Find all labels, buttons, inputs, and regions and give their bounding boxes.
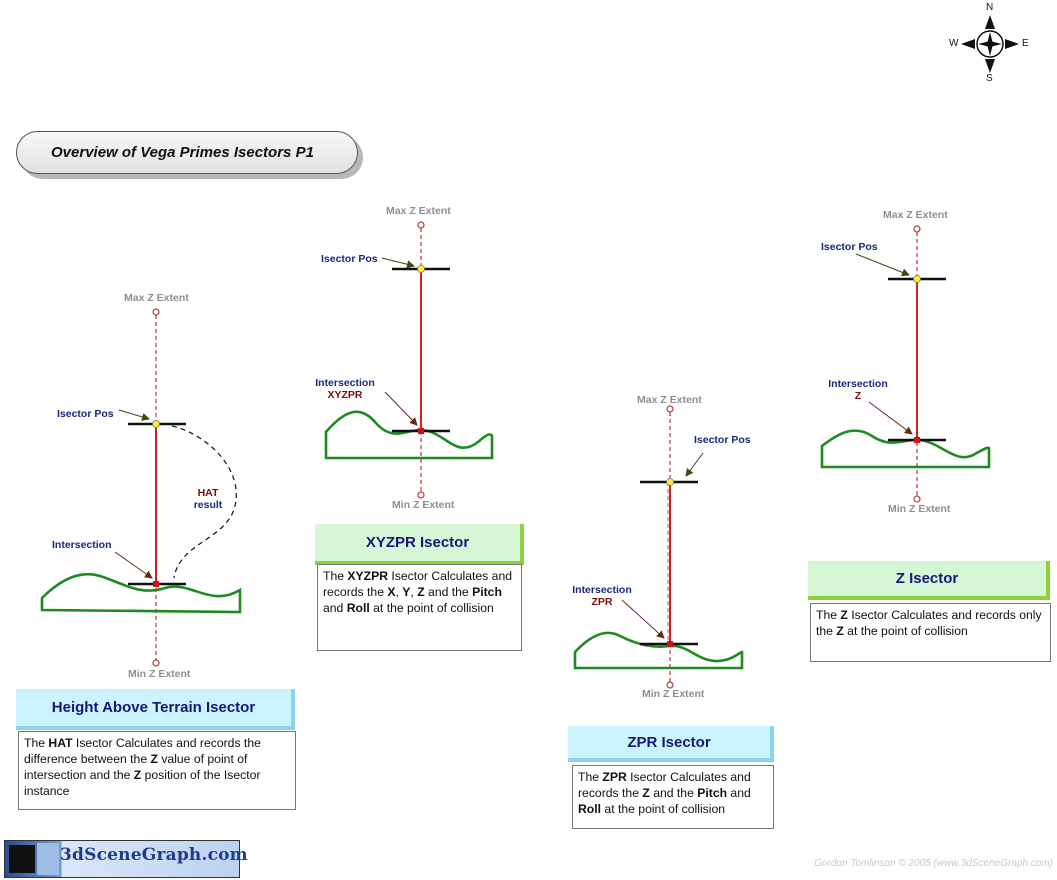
zpr-intersection-label: Intersection ZPR bbox=[572, 584, 632, 608]
text-run: Isector Calculates and records the bbox=[323, 569, 513, 599]
text-run: and bbox=[727, 786, 751, 800]
text-run: at the point of collision bbox=[601, 802, 726, 816]
z-min-z-label: Min Z Extent bbox=[888, 503, 951, 515]
z-header: Z Isector bbox=[808, 561, 1050, 600]
isector-pos-dot bbox=[152, 420, 160, 428]
xyzpr-isector-pos-label: Isector Pos bbox=[321, 253, 378, 265]
intersection-dot bbox=[153, 581, 159, 587]
xyzpr-min-z-label: Min Z Extent bbox=[392, 499, 455, 511]
text-run: The bbox=[24, 736, 49, 750]
terrain-shape bbox=[40, 572, 242, 614]
bold-term: Pitch bbox=[472, 585, 502, 599]
compass-s-label: S bbox=[986, 73, 993, 84]
bold-term: Pitch bbox=[697, 786, 728, 800]
text-run: The bbox=[578, 770, 603, 784]
bold-term: HAT bbox=[48, 736, 73, 750]
text-run: , bbox=[395, 585, 403, 599]
text-run: The bbox=[323, 569, 348, 583]
compass-e-label: E bbox=[1022, 38, 1029, 49]
text-run: position of the Isector instance bbox=[24, 768, 261, 798]
hat-intersection-label: Intersection bbox=[52, 539, 112, 551]
text-run: value of point of intersection and the bbox=[24, 752, 248, 782]
text-run: Isector Calculates and records the bbox=[578, 770, 751, 800]
zpr-description: The ZPR Isector Calculates and records t… bbox=[572, 765, 774, 829]
xyzpr-intersection-label: Intersection XYZPR bbox=[315, 377, 375, 401]
page-title: Overview of Vega Primes Isectors P1 bbox=[51, 144, 314, 161]
xyzpr-diagram bbox=[324, 221, 494, 499]
bold-term: Z bbox=[133, 768, 142, 782]
text-run: and the bbox=[424, 585, 473, 599]
hat-header: Height Above Terrain Isector bbox=[16, 689, 295, 730]
z-isector-pos-label: Isector Pos bbox=[821, 241, 878, 253]
bold-term: XYZPR bbox=[347, 569, 389, 583]
bold-term: Z bbox=[150, 752, 158, 766]
terrain-shape bbox=[573, 631, 744, 670]
hat-isector-pos-label: Isector Pos bbox=[57, 408, 114, 420]
intersection-dot bbox=[418, 428, 424, 434]
bold-term: Roll bbox=[346, 601, 370, 615]
logo-graphic-icon bbox=[9, 845, 35, 873]
site-logo bbox=[4, 840, 240, 878]
hat-diagram bbox=[40, 308, 242, 667]
bold-term: ZPR bbox=[602, 770, 627, 784]
terrain-shape bbox=[324, 410, 494, 460]
text-run: The bbox=[816, 608, 841, 622]
xyzpr-max-z-label: Max Z Extent bbox=[386, 205, 451, 217]
text-run: , bbox=[410, 585, 418, 599]
credit-text: Gordon Tomlinson © 2005 (www.3dSceneGrap… bbox=[814, 858, 1053, 869]
xyzpr-description: The XYZPR Isector Calculates and records… bbox=[317, 564, 522, 651]
text-run: and the bbox=[649, 786, 698, 800]
logo-panel-icon bbox=[37, 843, 59, 875]
isector-pos-dot bbox=[913, 275, 921, 283]
xyzpr-header: XYZPR Isector bbox=[315, 524, 524, 565]
bold-term: Roll bbox=[578, 802, 602, 816]
logo-text: 3dSceneGraph.com bbox=[60, 845, 248, 865]
text-run: Isector Calculates and records the diffe… bbox=[24, 736, 261, 766]
text-run: at the point of collision bbox=[843, 624, 968, 638]
zpr-max-z-label: Max Z Extent bbox=[637, 394, 702, 406]
bold-term: Z bbox=[836, 624, 844, 638]
zpr-min-z-label: Min Z Extent bbox=[642, 688, 705, 700]
page-title-pill: Overview of Vega Primes Isectors P1 bbox=[16, 131, 358, 174]
text-run: and bbox=[323, 601, 347, 615]
hat-min-z-label: Min Z Extent bbox=[128, 668, 191, 680]
bold-term: Z bbox=[642, 786, 650, 800]
compass-n-label: N bbox=[986, 2, 994, 13]
bold-term: Z bbox=[417, 585, 425, 599]
intersection-dot bbox=[667, 641, 673, 647]
isector-pos-dot bbox=[666, 478, 674, 486]
isector-pos-dot bbox=[417, 265, 425, 273]
bold-term: Z bbox=[840, 608, 848, 622]
z-diagram bbox=[820, 225, 991, 503]
zpr-isector-pos-label: Isector Pos bbox=[694, 434, 751, 446]
terrain-shape bbox=[820, 429, 991, 469]
compass-icon bbox=[961, 15, 1019, 73]
intersection-dot bbox=[914, 437, 920, 443]
text-run: at the point of collision bbox=[369, 601, 494, 615]
bold-term: Y bbox=[402, 585, 411, 599]
text-run: Isector Calculates and records only the bbox=[816, 608, 1042, 638]
zpr-diagram bbox=[573, 405, 744, 689]
z-max-z-label: Max Z Extent bbox=[883, 209, 948, 221]
hat-max-z-label: Max Z Extent bbox=[124, 292, 189, 304]
zpr-header: ZPR Isector bbox=[568, 726, 774, 762]
bold-term: X bbox=[387, 585, 396, 599]
compass-w-label: W bbox=[949, 38, 959, 49]
hat-result-label: HAT result bbox=[193, 487, 223, 511]
z-intersection-label: Intersection Z bbox=[828, 378, 888, 402]
z-description: The Z Isector Calculates and records onl… bbox=[810, 603, 1051, 662]
hat-description: The HAT Isector Calculates and records t… bbox=[18, 731, 296, 810]
